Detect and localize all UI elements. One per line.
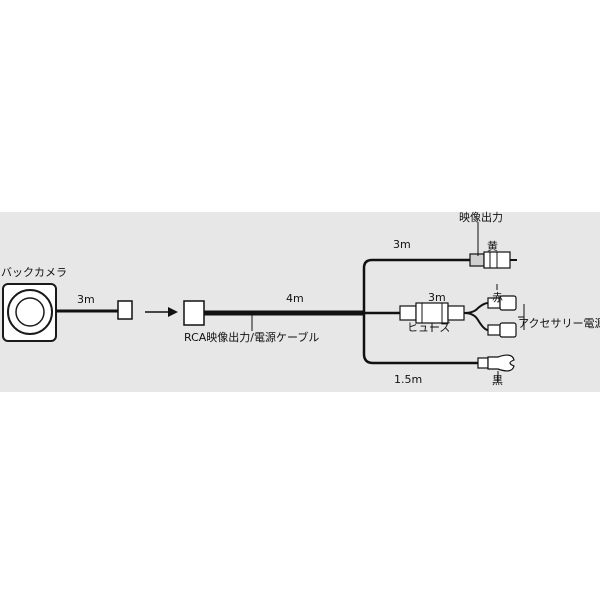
back-camera — [2, 283, 57, 342]
connection-arrow — [145, 307, 178, 317]
video-branch-cable — [362, 258, 470, 313]
main-cable-connector — [183, 300, 205, 326]
main-cable-length: 4m — [286, 292, 304, 305]
power-cable-length: 3m — [428, 291, 446, 304]
accessory-power-label: アクセサリー電源 — [518, 316, 600, 330]
video-color-label: 黄 — [487, 239, 498, 253]
video-output-label: 映像出力 — [459, 210, 503, 224]
rca-video-plug — [469, 251, 517, 269]
black-label: 黒 — [492, 374, 503, 387]
camera-label: バックカメラ — [1, 266, 67, 279]
female-terminal-top — [487, 295, 517, 311]
red-wire — [463, 302, 489, 314]
camera-cable-length: 3m — [77, 293, 95, 306]
ground-cable-length: 1.5m — [394, 373, 422, 386]
video-cable-length: 3m — [393, 238, 411, 251]
ground-branch-cable — [362, 313, 478, 365]
accessory-bracket — [518, 304, 525, 330]
female-terminal-bottom — [487, 322, 517, 338]
camera-connector — [117, 300, 133, 320]
ground-fork-terminal — [477, 354, 515, 372]
red-wire-2 — [463, 312, 489, 331]
fuse-holder — [399, 302, 465, 324]
fuse-label: ヒューズ — [407, 320, 450, 334]
main-cable-label: RCA映像出力/電源ケーブル — [184, 330, 319, 344]
red-label: 赤 — [492, 291, 503, 304]
